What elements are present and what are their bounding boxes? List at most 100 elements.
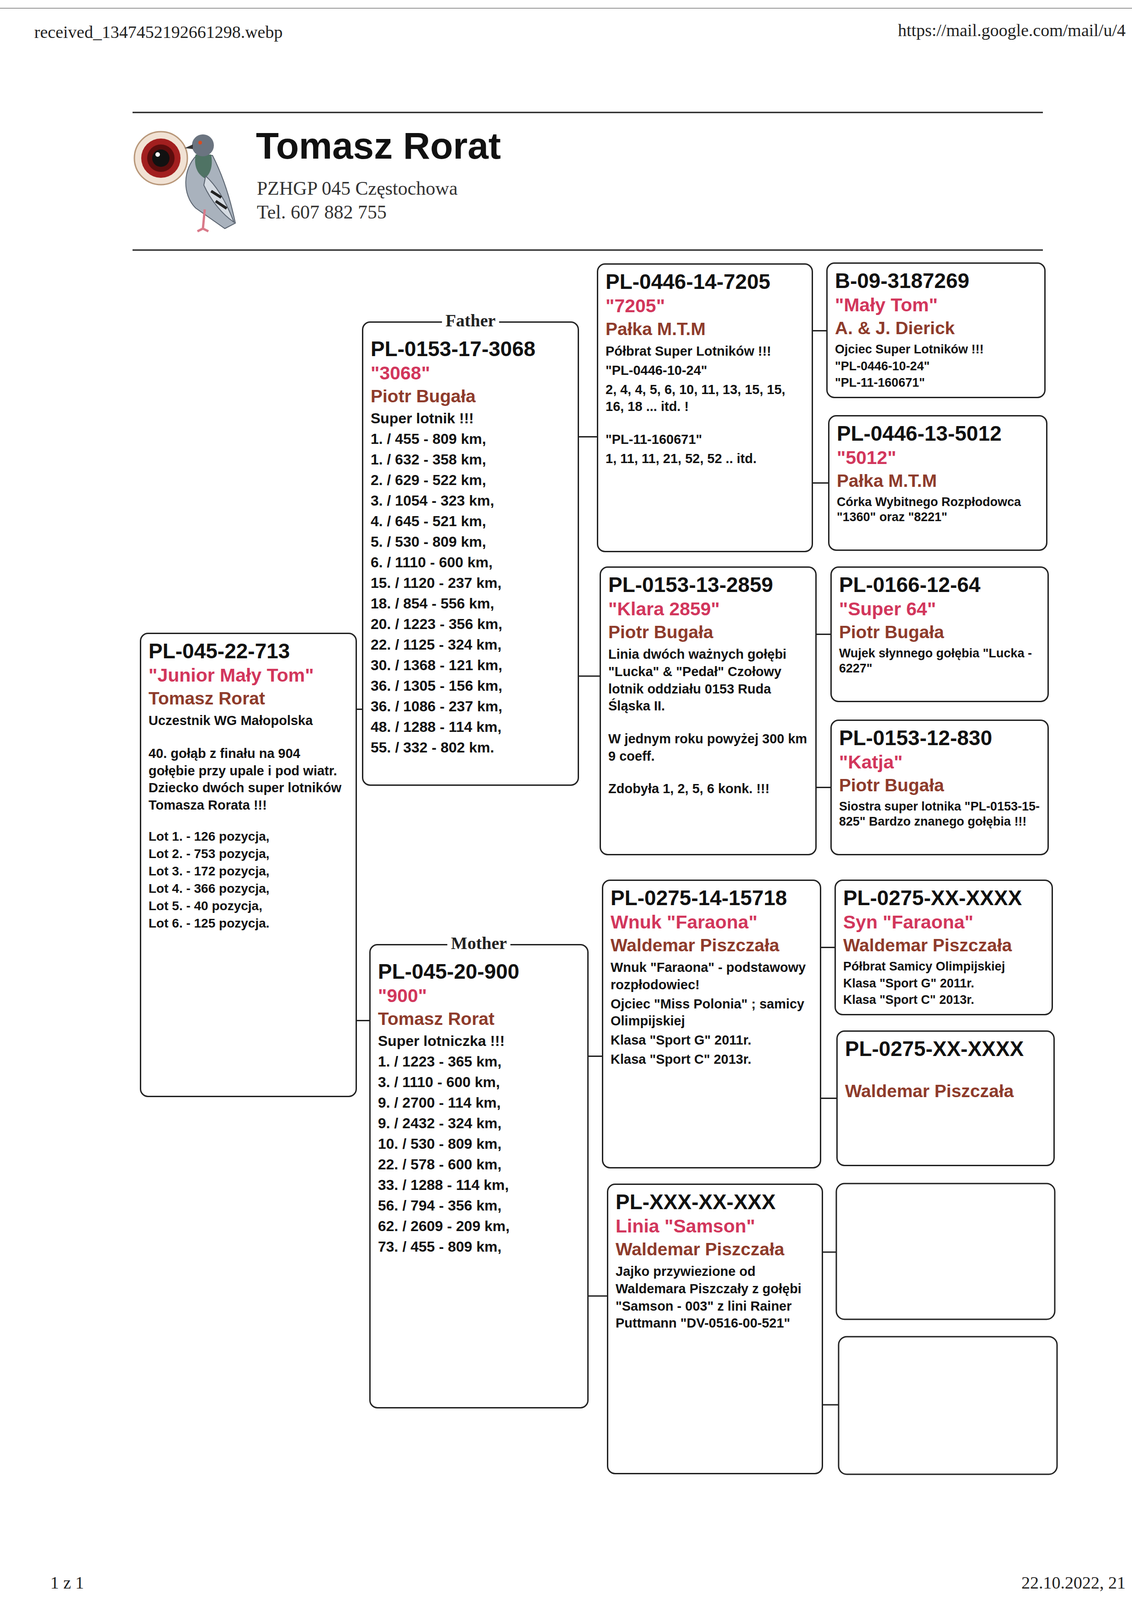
eye-highlight [155, 152, 160, 157]
pigeon-logo [134, 131, 236, 232]
description: "PL-0446-10-24" [834, 358, 1038, 374]
pedigree-link [816, 633, 831, 635]
wing-bar [211, 191, 222, 198]
race-result: 9. / 2432 - 324 km, [377, 1112, 581, 1134]
breeder-name: Tomasz Rorat [148, 686, 350, 711]
pigeon-name: Linia "Samson" [615, 1214, 816, 1238]
description: Siostra super lotnika "PL-0153-15-825" B… [839, 798, 1042, 829]
page-label: 1 z 1 [50, 1572, 85, 1593]
description: 2, 4, 4, 5, 6, 10, 11, 13, 15, 15, 16, 1… [605, 381, 806, 416]
race-result: 5. / 530 - 809 km, [370, 531, 572, 553]
race-position: Lot 6. - 125 pozycja. [148, 914, 350, 932]
breeder-name: Waldemar Piszczała [843, 933, 1046, 957]
pigeon-feet [197, 209, 209, 232]
pedigree-box: PL-XXX-XX-XXXLinia "Samson"Waldemar Pisz… [606, 1183, 824, 1474]
description: "PL-11-160671" [605, 430, 806, 449]
page-label: 22.10.2022, 21 [1021, 1572, 1126, 1593]
breeder-name: Pałka M.T.M [836, 469, 1040, 493]
pedigree-link [579, 435, 597, 438]
empty-pedigree-box [838, 1336, 1058, 1474]
description: Wnuk "Faraona" - podstawowy rozpłodowiec… [610, 958, 814, 994]
pedigree-box: PL-0153-12-830"Katja"Piotr BugałaSiostra… [830, 719, 1049, 856]
pedigree-box: B-09-3187269"Mały Tom"A. & J. DierickOjc… [826, 262, 1046, 399]
pigeon-beak [184, 144, 193, 149]
header-rule [132, 249, 1043, 251]
pedigree-box: PL-0275-14-15718Wnuk "Faraona"Waldemar P… [601, 879, 822, 1169]
box-heading: Father [441, 310, 500, 332]
race-position: Lot 4. - 366 pozycja, [148, 879, 350, 898]
description: 1, 11, 11, 21, 52, 52 .. itd. [605, 450, 806, 468]
description: Córka Wybitnego Rozpłodowca "1360" oraz … [836, 494, 1040, 525]
description: Klasa "Sport C" 2013r. [843, 992, 1046, 1007]
race-result: 1. / 1223 - 365 km, [377, 1051, 581, 1072]
race-result: 36. / 1305 - 156 km, [370, 675, 572, 697]
breeder-name: Piotr Bugała [370, 384, 572, 409]
ring-number: PL-XXX-XX-XXX [615, 1189, 816, 1215]
pigeon-name: "7205" [605, 294, 806, 318]
race-result: 1. / 632 - 358 km, [370, 449, 572, 470]
breeder-name: Waldemar Piszczała [615, 1237, 816, 1261]
wing-bar [215, 201, 227, 209]
race-result: 18. / 854 - 556 km, [370, 593, 572, 614]
eye-outer [134, 131, 188, 185]
pigeon-head [191, 134, 214, 157]
race-result: 15. / 1120 - 237 km, [370, 572, 572, 594]
pedigree-link [816, 786, 831, 788]
ring-number: PL-0153-12-830 [839, 725, 1042, 751]
pigeon-name: "Junior Mały Tom" [148, 663, 350, 687]
pedigree-box: MotherPL-045-20-900"900"Tomasz RoratSupe… [369, 943, 589, 1409]
race-result: 9. / 2700 - 114 km, [377, 1092, 581, 1113]
description: Zdobyła 1, 2, 5, 6 konk. !!! [608, 780, 809, 798]
box-heading: Mother [447, 932, 511, 954]
race-result: 20. / 1223 - 356 km, [370, 613, 572, 635]
ring-number: PL-0153-17-3068 [370, 336, 572, 362]
pedigree-link [588, 1055, 602, 1057]
ring-number: PL-0275-XX-XXXX [845, 1036, 1047, 1062]
pigeon-name: "Super 64" [839, 597, 1042, 621]
description: "PL-0446-10-24" [605, 361, 806, 380]
pedigree-box: PL-0446-13-5012"5012"Pałka M.T.MCórka Wy… [828, 414, 1048, 551]
pedigree-link [356, 1019, 370, 1021]
pigeon-name: "Katja" [839, 750, 1042, 774]
race-position: Lot 2. - 753 pozycja, [148, 845, 350, 863]
description: Klasa "Sport G" 2011r. [610, 1031, 814, 1049]
pigeon-neck [195, 154, 213, 179]
race-result: Super lotniczka !!! [377, 1030, 581, 1052]
pedigree-box: PL-0275-XX-XXXXSyn "Faraona"Waldemar Pis… [834, 879, 1053, 1016]
print-rule [0, 7, 1132, 9]
pigeon-wing [203, 175, 234, 223]
race-result: 30. / 1368 - 121 km, [370, 654, 572, 676]
breeder-name: Waldemar Piszczała [610, 933, 814, 957]
pedigree-box: PL-0153-13-2859"Klara 2859"Piotr BugałaL… [599, 566, 817, 856]
pedigree-box: PL-0446-14-7205"7205"Pałka M.T.MPółbrat … [596, 263, 814, 553]
description: 40. gołąb z finału na 904 gołębie przy u… [148, 744, 350, 814]
pigeon-name: Syn "Faraona" [843, 910, 1046, 934]
race-result: 2. / 629 - 522 km, [370, 469, 572, 491]
race-result: 56. / 794 - 356 km, [377, 1195, 581, 1216]
breeder-name: Piotr Bugała [839, 620, 1042, 644]
eye-iris-inner [147, 144, 175, 172]
description: Jajko przywiezione od Waldemara Piszczał… [615, 1262, 816, 1332]
pigeon-name: "5012" [836, 446, 1040, 470]
race-result: 22. / 578 - 600 km, [377, 1153, 581, 1175]
race-result: 3. / 1110 - 600 km, [377, 1071, 581, 1093]
pedigree-link [821, 946, 835, 948]
ring-number: PL-045-22-713 [148, 638, 350, 664]
description: Półbrat Super Lotników !!! [605, 342, 806, 361]
race-result: 48. / 1288 - 114 km, [370, 716, 572, 738]
pedigree-link [579, 675, 600, 677]
page-label: Tel. 607 882 755 [256, 201, 387, 224]
pedigree-link [823, 1403, 839, 1406]
pedigree-link [356, 708, 362, 710]
pigeon-name: "3068" [370, 361, 572, 385]
ring-number: PL-045-20-900 [377, 958, 581, 984]
pigeon-eye [198, 140, 202, 145]
pigeon-name: "900" [377, 983, 581, 1008]
description: Półbrat Samicy Olimpijskiej [843, 958, 1046, 974]
race-position: Lot 5. - 40 pozycja, [148, 897, 350, 915]
pigeon-name: Wnuk "Faraona" [610, 910, 814, 934]
breeder-name: Pałka M.T.M [605, 317, 806, 341]
header-rule [132, 111, 1043, 114]
breeder-name: A. & J. Dierick [834, 316, 1038, 341]
race-result: Super lotnik !!! [370, 408, 572, 429]
